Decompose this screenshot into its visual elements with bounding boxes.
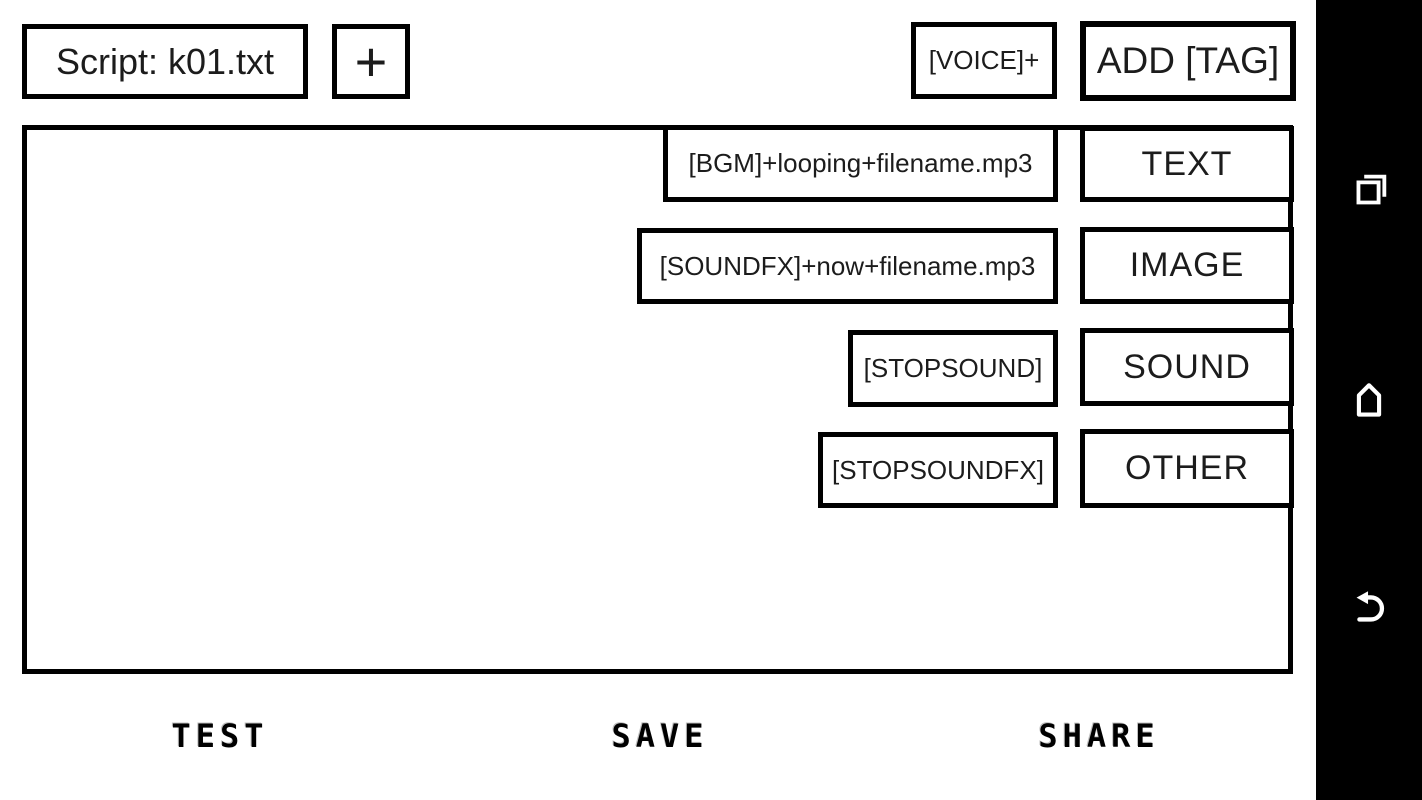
new-script-button[interactable]: + xyxy=(332,24,410,99)
share-button[interactable]: SHARE xyxy=(1038,717,1160,755)
tag-suggestion-stopsoundfx[interactable]: [STOPSOUNDFX] xyxy=(818,432,1058,508)
category-text-button[interactable]: TEXT xyxy=(1080,126,1294,202)
category-sound-button[interactable]: SOUND xyxy=(1080,328,1294,406)
test-button[interactable]: TEST xyxy=(171,717,269,755)
tag-suggestion-bgm[interactable]: [BGM]+looping+filename.mp3 xyxy=(663,125,1058,202)
tag-suggestion-stopsound[interactable]: [STOPSOUND] xyxy=(848,330,1058,407)
back-icon xyxy=(1346,584,1392,630)
home-button[interactable] xyxy=(1316,354,1422,444)
android-navbar xyxy=(1316,0,1422,800)
recent-apps-icon xyxy=(1346,168,1392,214)
script-file-button[interactable]: Script: k01.txt xyxy=(22,24,308,99)
recent-apps-button[interactable] xyxy=(1316,146,1422,236)
add-tag-button[interactable]: ADD [TAG] xyxy=(1080,21,1296,101)
category-image-button[interactable]: IMAGE xyxy=(1080,227,1294,304)
back-button[interactable] xyxy=(1316,562,1422,652)
voice-tag-button[interactable]: [VOICE]+ xyxy=(911,22,1057,99)
save-button[interactable]: SAVE xyxy=(611,717,709,755)
category-other-button[interactable]: OTHER xyxy=(1080,429,1294,508)
home-icon xyxy=(1347,377,1391,421)
tag-suggestion-soundfx[interactable]: [SOUNDFX]+now+filename.mp3 xyxy=(637,228,1058,304)
